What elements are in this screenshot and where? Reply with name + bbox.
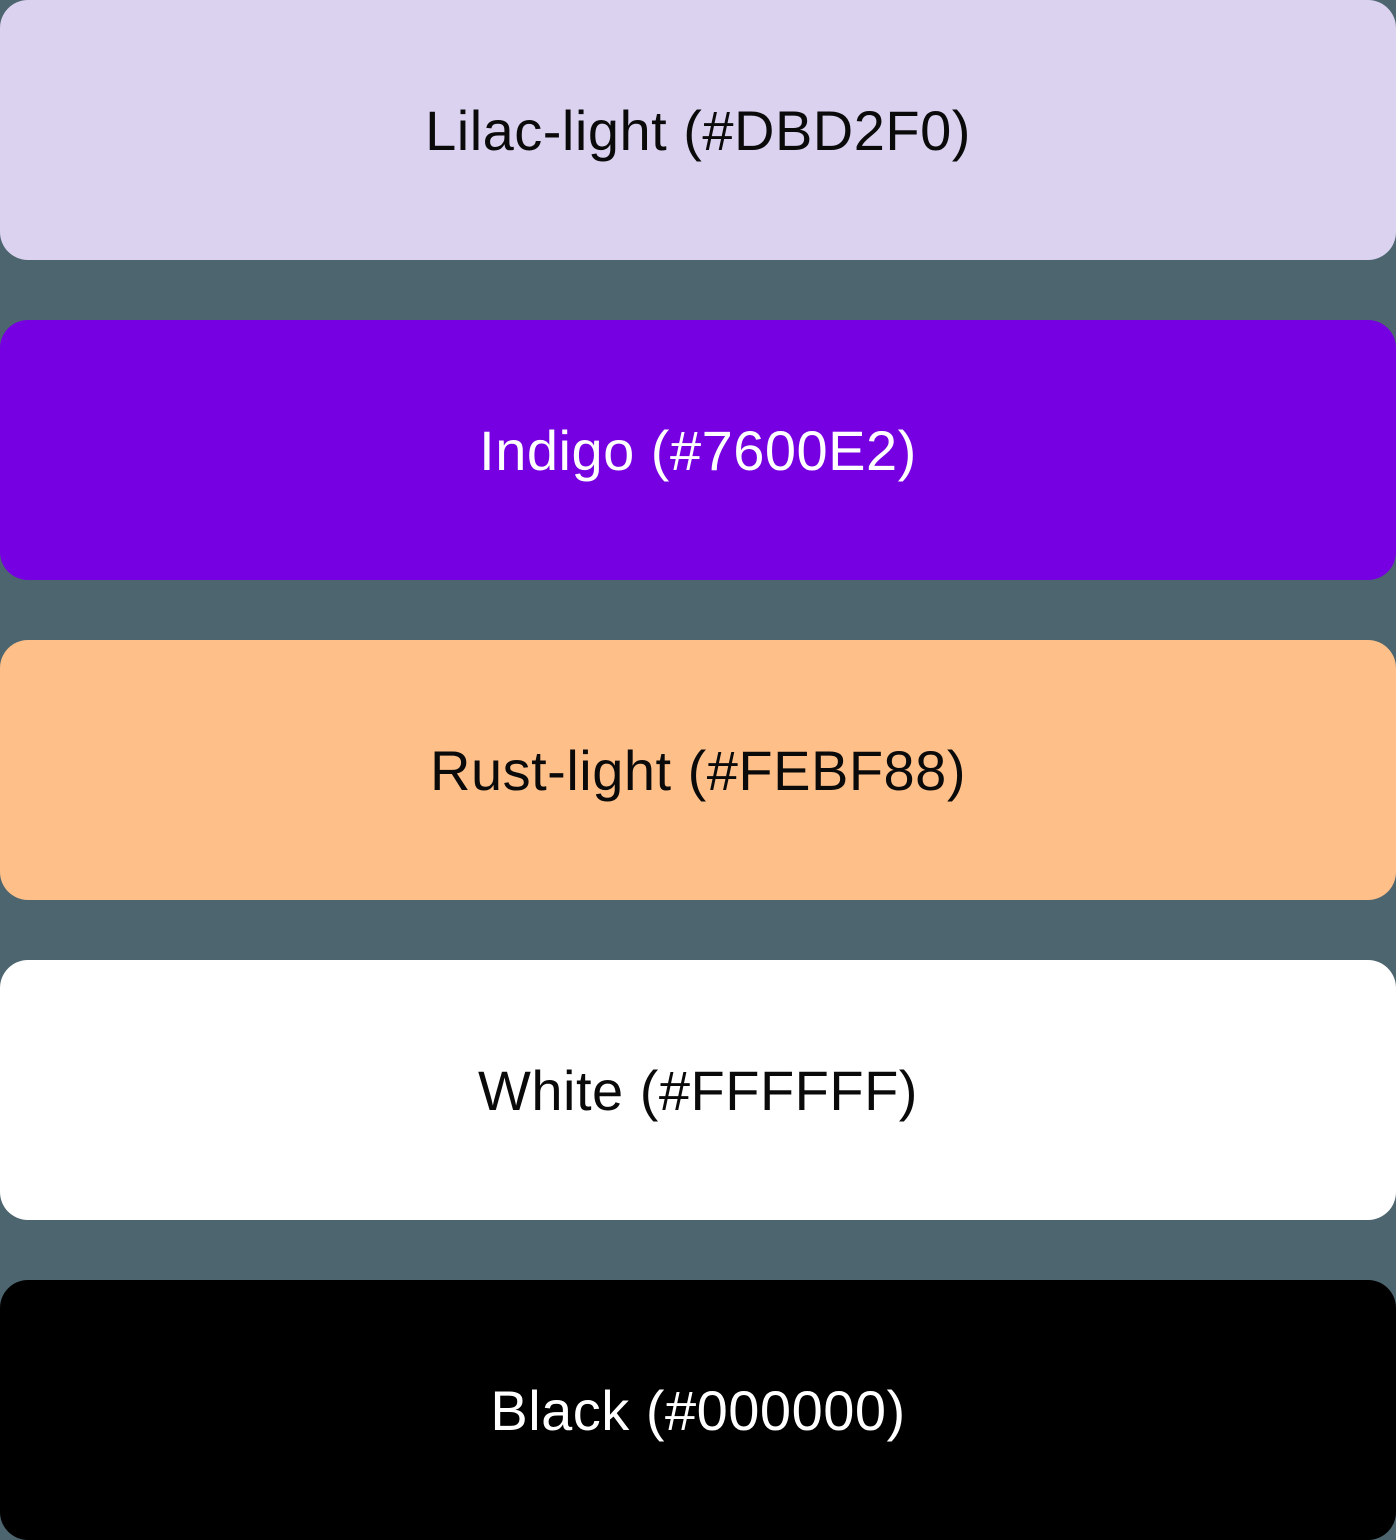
color-swatch-rust-light: Rust-light (#FEBF88)	[0, 640, 1396, 900]
color-swatch-black: Black (#000000)	[0, 1280, 1396, 1540]
swatch-label-rust-light: Rust-light (#FEBF88)	[430, 738, 966, 802]
color-swatch-lilac-light: Lilac-light (#DBD2F0)	[0, 0, 1396, 260]
color-swatch-indigo: Indigo (#7600E2)	[0, 320, 1396, 580]
swatch-label-indigo: Indigo (#7600E2)	[479, 418, 917, 482]
swatch-label-lilac-light: Lilac-light (#DBD2F0)	[425, 98, 971, 162]
swatch-label-black: Black (#000000)	[490, 1378, 906, 1442]
color-swatch-white: White (#FFFFFF)	[0, 960, 1396, 1220]
swatch-label-white: White (#FFFFFF)	[478, 1058, 918, 1122]
